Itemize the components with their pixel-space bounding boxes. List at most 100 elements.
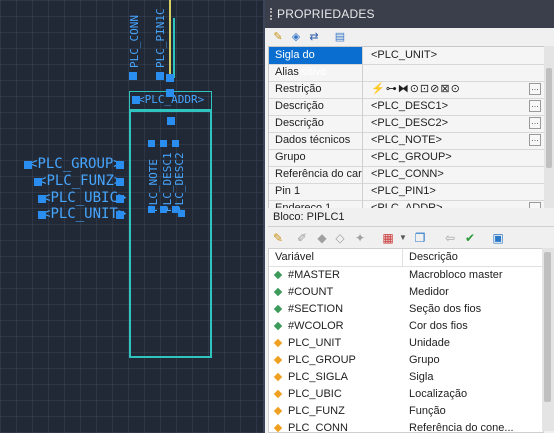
property-value[interactable]: <PLC_CONN>	[371, 168, 444, 180]
plc-block[interactable]	[129, 110, 212, 358]
variable-description: Macrobloco master	[409, 269, 503, 281]
scrollbar-thumb[interactable]	[544, 252, 551, 402]
grip-handle[interactable]	[172, 140, 179, 147]
dropdown-icon[interactable]: ▼	[399, 233, 407, 242]
property-row[interactable]: Endereço 1 <PLC_ADDR> …	[269, 200, 545, 210]
edit-icon[interactable]: ✎	[272, 231, 284, 245]
property-row[interactable]: Referência do cart... <PLC_CONN>	[269, 166, 545, 184]
grip-handle[interactable]	[172, 206, 179, 213]
property-row[interactable]: Dados técnicos <PLC_NOTE> …	[269, 132, 545, 150]
property-name: Descrição	[269, 98, 363, 115]
grip-handle[interactable]	[167, 117, 175, 125]
grip-handle[interactable]	[129, 72, 137, 80]
drag-grip-icon[interactable]	[270, 8, 275, 20]
ellipsis-button[interactable]: …	[529, 117, 541, 129]
color-icon[interactable]: ▦	[382, 231, 394, 245]
variable-description: Cor dos fios	[409, 320, 468, 332]
variables-toolbar: ✎ ✐ ◆ ◇ ✦ ▦ ▼ ❐ ⇦ ✔ ▣	[268, 226, 554, 250]
grip-handle[interactable]	[160, 206, 167, 213]
grip-handle[interactable]	[148, 206, 155, 213]
property-row[interactable]: Descrição <PLC_DESC2> …	[269, 115, 545, 133]
diamond-icon[interactable]: ◆	[317, 231, 327, 245]
ellipsis-button[interactable]: …	[529, 134, 541, 146]
document-icon[interactable]: ▤	[334, 31, 346, 43]
grip-handle[interactable]	[116, 211, 124, 219]
layers-icon[interactable]: ❐	[414, 231, 426, 245]
left-label-unit-text: PLC_UNIT	[50, 206, 118, 222]
ellipsis-button[interactable]: …	[529, 83, 541, 95]
grip-handle[interactable]	[160, 140, 167, 147]
grip-handle[interactable]	[132, 96, 140, 104]
left-label-group-text: PLC_GROUP	[37, 156, 114, 172]
block-name-label: Bloco: PIPLC1	[265, 208, 554, 226]
pin-icon[interactable]: ✦	[354, 231, 366, 245]
property-value[interactable]	[365, 64, 527, 81]
scrollbar-thumb[interactable]	[546, 68, 552, 168]
grip-handle[interactable]	[166, 74, 174, 82]
property-row[interactable]: Pin 1 <PLC_PIN1>	[269, 183, 545, 201]
inner-label-desc2: PLC_DESC2	[173, 152, 186, 212]
grip-handle[interactable]	[116, 178, 124, 186]
info-icon[interactable]: ▣	[492, 231, 504, 245]
grip-handle[interactable]	[148, 140, 155, 147]
tag-icon[interactable]: ◈	[291, 31, 301, 43]
property-value[interactable]: <PLC_DESC1>	[371, 100, 449, 112]
restriction-icons[interactable]: ⚡⊶⧓⊙⊡⊘⊠⊙	[371, 83, 461, 95]
pen-icon[interactable]: ✐	[296, 231, 308, 245]
property-name: Endereço 1	[269, 200, 363, 209]
arrows-icon[interactable]: ⇄	[309, 31, 319, 43]
user-variable-icon	[273, 355, 283, 365]
property-value[interactable]: <PLC_ADDR>	[371, 202, 443, 210]
left-label-unit: <PLC_UNIT>	[42, 206, 126, 222]
column-header-variable[interactable]: Variável	[269, 249, 403, 266]
back-arrow-icon[interactable]: ⇦	[444, 231, 456, 245]
variable-name: PLC_GROUP	[288, 354, 356, 366]
check-icon[interactable]: ✔	[464, 231, 476, 245]
grip-handle[interactable]	[38, 211, 46, 219]
property-row[interactable]: Grupo <PLC_GROUP>	[269, 149, 545, 167]
system-variable-icon	[273, 304, 283, 314]
left-label-ubic: <PLC_UBIC>	[42, 190, 126, 206]
column-header-description[interactable]: Descrição	[409, 251, 458, 263]
pencil-icon[interactable]: ✎	[273, 31, 283, 43]
grip-handle[interactable]	[34, 178, 42, 186]
property-row[interactable]: Alias	[269, 64, 545, 82]
left-label-ubic-text: PLC_UBIC	[50, 190, 118, 206]
property-value[interactable]: <PLC_DESC2>	[371, 117, 449, 129]
grip-handle[interactable]	[166, 89, 174, 97]
property-value[interactable]: <PLC_UNIT>	[371, 49, 438, 61]
property-value[interactable]: <PLC_PIN1>	[371, 185, 436, 197]
grip-handle[interactable]	[116, 195, 124, 203]
grip-handle[interactable]	[38, 195, 46, 203]
grip-handle[interactable]	[24, 161, 32, 169]
property-row[interactable]: Restrição ⚡⊶⧓⊙⊡⊘⊠⊙ …	[269, 81, 545, 99]
panel-title-bar[interactable]: PROPRIEDADES	[265, 0, 554, 28]
property-value[interactable]: <PLC_GROUP>	[371, 151, 452, 163]
property-name: Descrição	[269, 115, 363, 132]
drawing-canvas[interactable]: PLC_CONN PLC_PIN1C <PLC_ADDR> PLC_NOTE P…	[0, 0, 263, 433]
diamond-outline-icon[interactable]: ◇	[335, 231, 345, 245]
property-value[interactable]: <PLC_NOTE>	[371, 134, 442, 146]
ellipsis-button[interactable]: …	[529, 202, 541, 209]
grip-handle[interactable]	[116, 161, 124, 169]
grip-handle[interactable]	[156, 72, 164, 80]
property-scrollbar[interactable]	[544, 46, 554, 208]
property-row[interactable]: Sigla do dispositivo <PLC_UNIT>	[269, 47, 545, 78]
variable-name: PLC_CONN	[288, 422, 348, 433]
grip-handle[interactable]	[178, 210, 185, 217]
table-scrollbar[interactable]	[542, 248, 554, 431]
inner-label-note: PLC_NOTE	[147, 159, 160, 212]
table-header: Variável Descrição	[269, 249, 543, 267]
ellipsis-button[interactable]: …	[529, 100, 541, 112]
property-row[interactable]: Descrição <PLC_DESC1> …	[269, 98, 545, 116]
